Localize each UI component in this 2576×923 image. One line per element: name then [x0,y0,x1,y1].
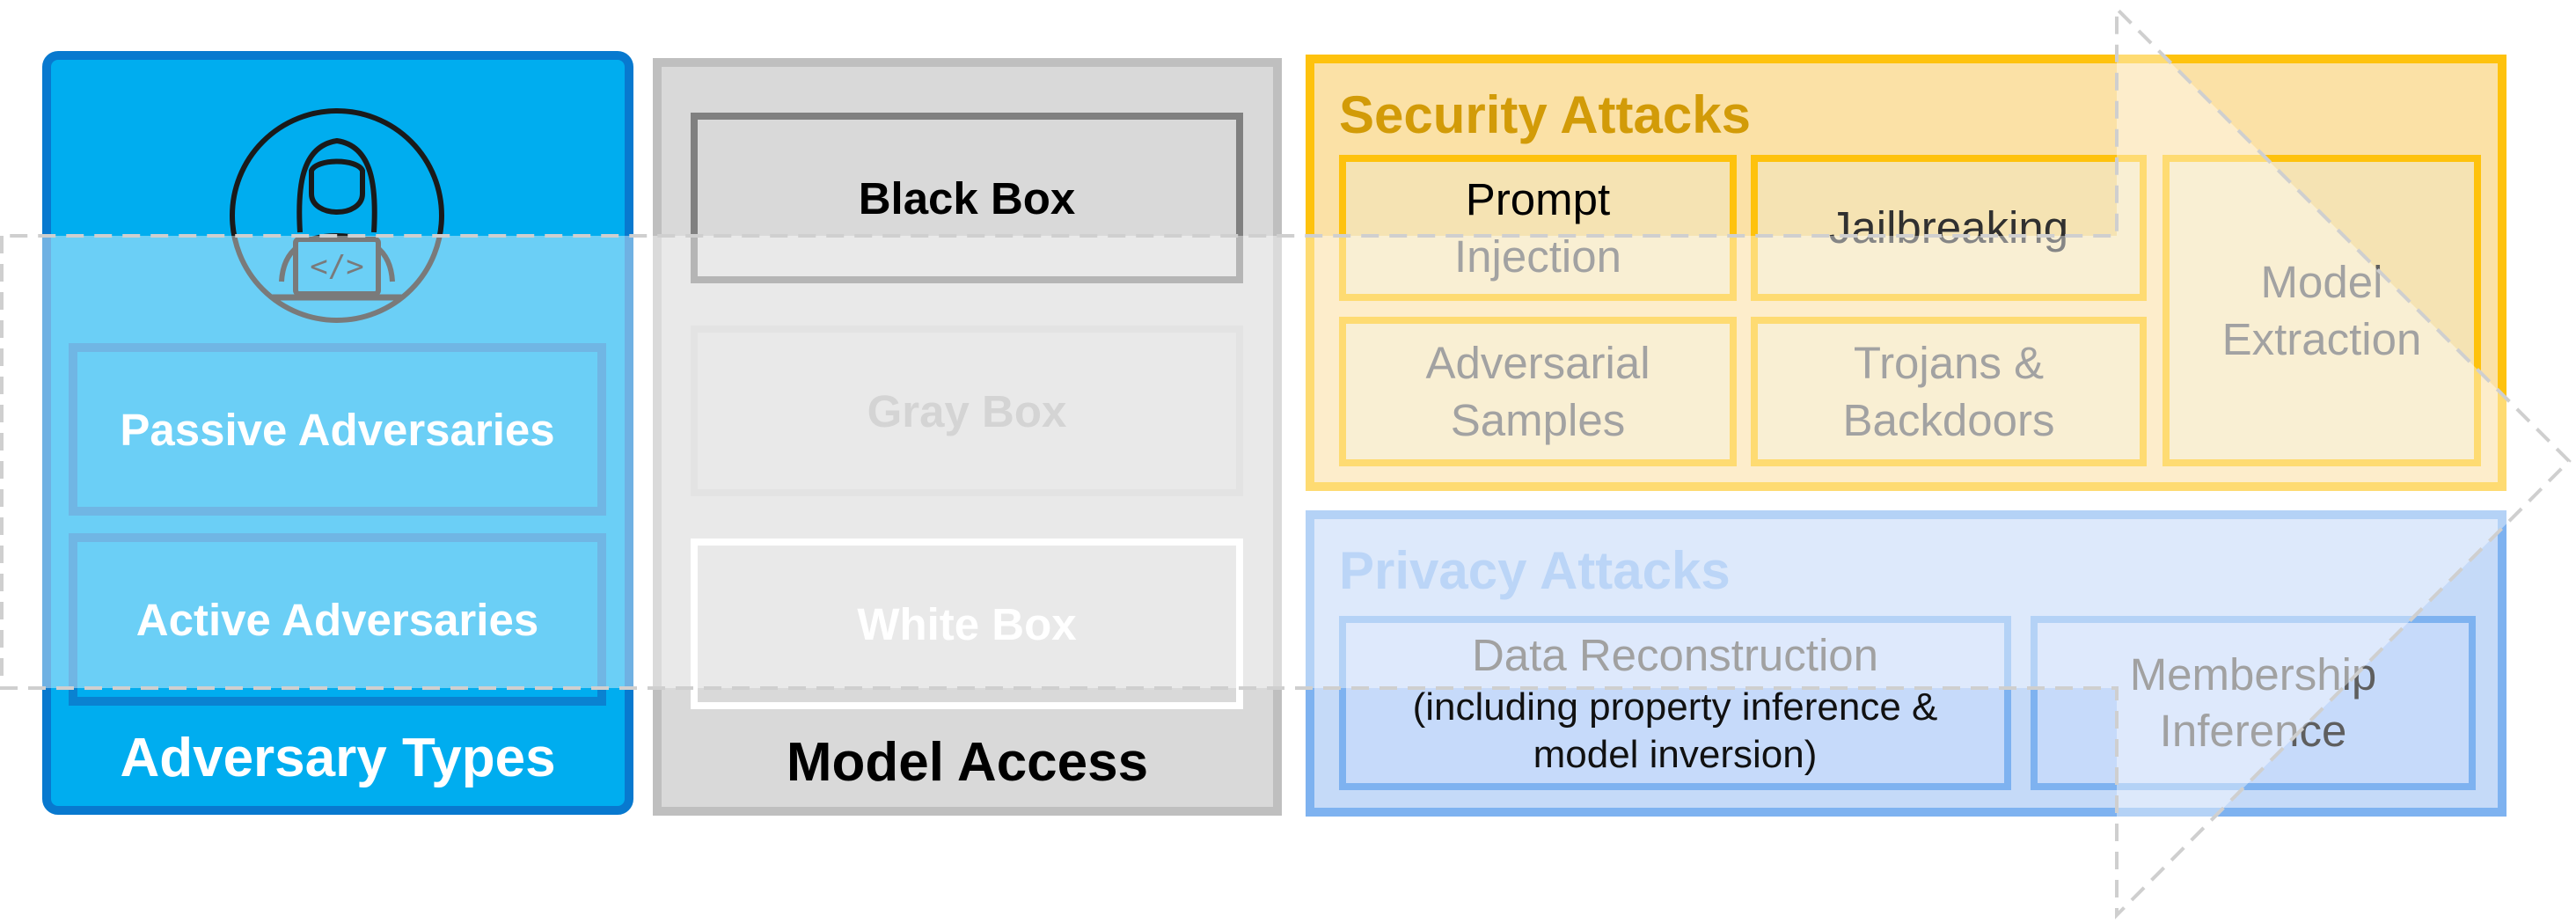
model-extraction-line1: Model [2260,256,2383,307]
active-adversaries-label: Active Adversaries [135,594,539,645]
privacy-attacks-title: Privacy Attacks [1339,541,1731,600]
trojans-backdoors-line2: Backdoors [1842,395,2055,445]
data-reconstruction-label: Data Reconstruction [1471,630,1879,681]
adversary-types-title: Adversary Types [120,727,556,788]
jailbreaking-box: Jailbreaking [1751,155,2147,301]
data-reconstruction-box: Data Reconstruction (including property … [1339,616,2011,790]
model-extraction-box: Model Extraction [2163,155,2481,466]
data-reconstruction-note-line1: (including property inference & [1412,685,1938,729]
prompt-injection-box: Prompt Injection [1339,155,1737,301]
membership-inference-line2: Inference [2159,706,2347,756]
black-box-box: Black Box [691,113,1243,283]
passive-adversaries-box: Passive Adversaries [69,343,606,516]
black-box-label: Black Box [858,172,1076,223]
security-attacks-title: Security Attacks [1339,85,1751,144]
membership-inference-box: Membership Inference [2031,616,2476,790]
white-box-label: White Box [857,598,1077,649]
passive-adversaries-label: Passive Adversaries [120,404,555,455]
active-adversaries-box: Active Adversaries [69,533,606,706]
adversarial-samples-line2: Samples [1450,395,1626,445]
adversarial-samples-line1: Adversarial [1425,337,1650,388]
adversarial-samples-box: Adversarial Samples [1339,317,1737,466]
trojans-backdoors-line1: Trojans & [1853,337,2045,388]
prompt-injection-line2: Injection [1454,231,1621,282]
trojans-backdoors-box: Trojans & Backdoors [1751,317,2147,466]
gray-box-label: Gray Box [867,385,1067,436]
model-access-title: Model Access [786,731,1149,793]
model-extraction-line2: Extraction [2221,314,2422,364]
hacker-laptop-icon: </> [230,108,444,323]
data-reconstruction-note-line2: model inversion) [1533,732,1818,776]
white-box-box: White Box [691,538,1243,709]
prompt-injection-line1: Prompt [1465,173,1611,224]
svg-text:</>: </> [310,249,363,284]
gray-box-box: Gray Box [691,326,1243,496]
membership-inference-line1: Membership [2129,649,2377,700]
jailbreaking-label: Jailbreaking [1828,202,2069,253]
